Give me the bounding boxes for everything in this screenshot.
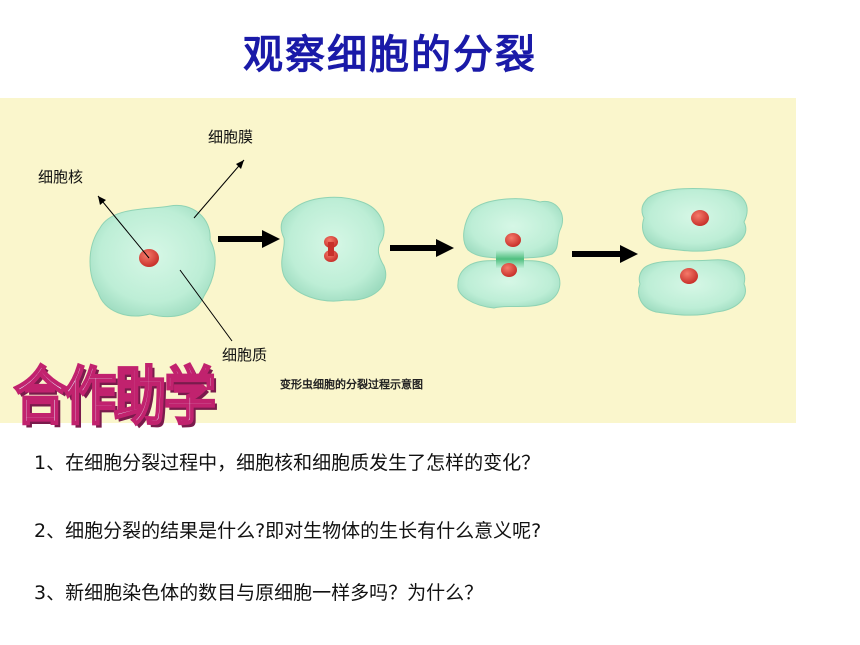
nucleus-pointer-head	[98, 196, 106, 205]
nucleus-pinching-bottom	[501, 263, 517, 277]
diagram-panel: 细胞膜 细胞核 细胞质 变形虫细胞的分裂过程示意图	[0, 98, 796, 423]
diagram-caption: 变形虫细胞的分裂过程示意图	[280, 377, 423, 391]
nucleus-pointer	[97, 195, 150, 259]
cell-division-diagram: 细胞膜 细胞核 细胞质 变形虫细胞的分裂过程示意图	[38, 128, 748, 391]
question-2: 2、细胞分裂的结果是什么?即对生物体的生长有什么意义呢?	[34, 520, 542, 542]
membrane-label: 细胞膜	[208, 128, 253, 146]
cytoplasm-label: 细胞质	[222, 346, 267, 364]
arrow-1-head	[262, 230, 280, 248]
daughter-nucleus-top	[691, 210, 709, 226]
page-title: 观察细胞的分裂	[243, 32, 537, 78]
question-1: 1、在细胞分裂过程中，细胞核和细胞质发生了怎样的变化？	[34, 452, 541, 474]
question-3: 3、新细胞染色体的数目与原细胞一样多吗？为什么？	[34, 582, 484, 604]
daughter-nucleus-bottom	[680, 268, 698, 284]
cytoplasm-pointer	[179, 269, 233, 342]
nucleus-label: 细胞核	[38, 168, 83, 186]
cell-pinching-top	[463, 198, 563, 261]
cell-pinch-zone	[496, 250, 524, 268]
arrow-2-head	[436, 239, 454, 257]
nucleus-pinching-top	[505, 233, 521, 247]
nucleus-dividing-neck	[328, 242, 334, 256]
membrane-pointer-head	[236, 160, 244, 169]
arrow-3-head	[620, 245, 638, 263]
daughter-cell-bottom	[638, 259, 746, 316]
membrane-pointer	[193, 159, 245, 219]
cooperative-learning-banner: 合作助学	[13, 360, 217, 434]
